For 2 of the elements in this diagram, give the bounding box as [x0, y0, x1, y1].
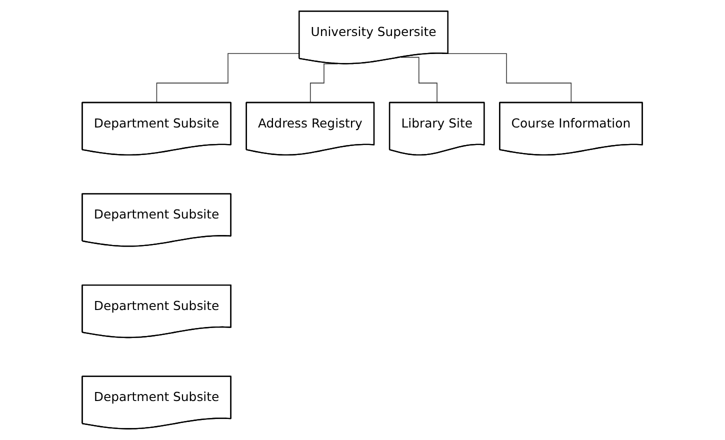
connector: [156, 53, 300, 104]
connector: [400, 56, 438, 104]
